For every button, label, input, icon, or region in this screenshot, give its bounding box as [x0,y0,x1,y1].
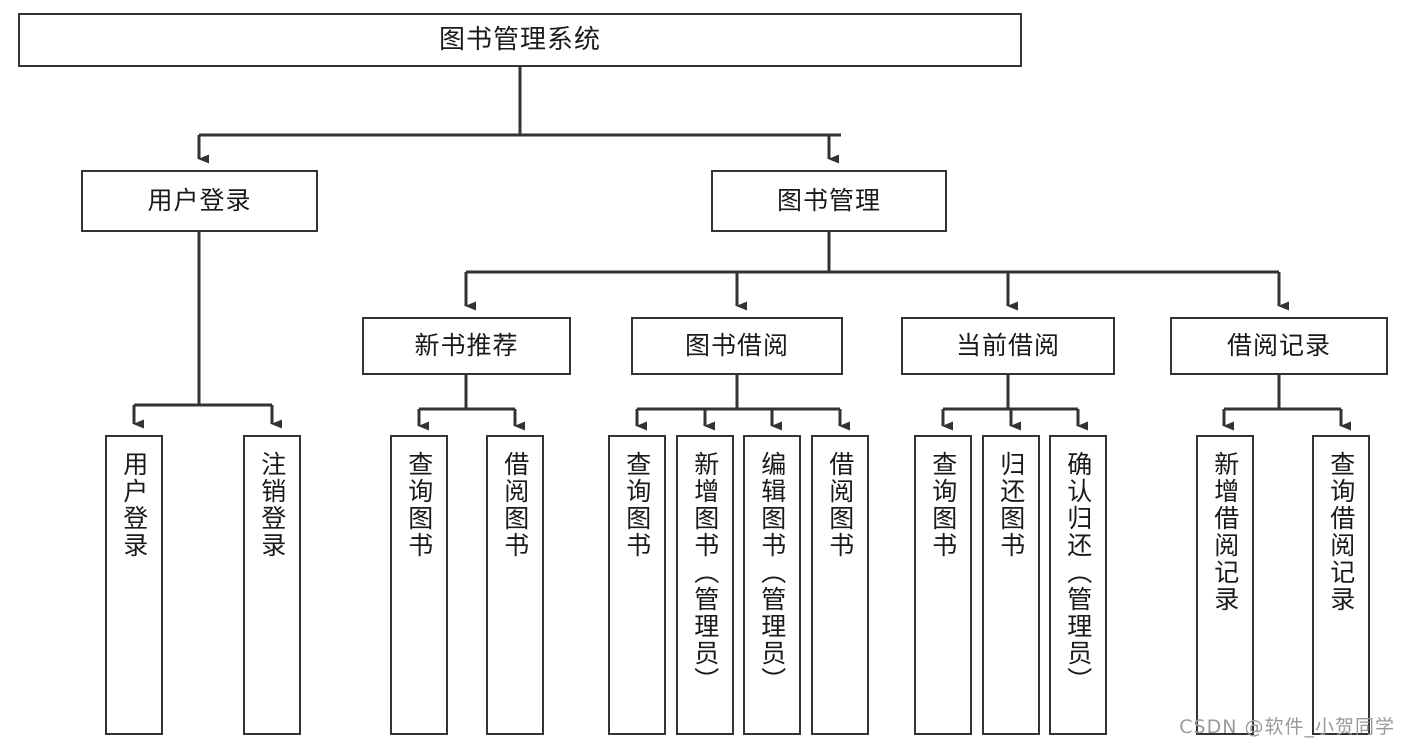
leaf-user-login-login-label: 用户登录 [119,451,149,559]
leaf-recommend-query-book[interactable]: 查询图书 [390,435,448,735]
leaf-borrow-edit-book-admin-label: 编辑图书（管理员） [757,451,787,694]
leaf-borrow-add-book-admin-label: 新增图书（管理员） [690,451,720,694]
leaf-borrow-edit-book-admin[interactable]: 编辑图书（管理员） [743,435,801,735]
leaf-current-return-book-label: 归还图书 [996,451,1026,559]
leaf-user-login-logout-label: 注销登录 [257,451,287,559]
leaf-borrow-query-book[interactable]: 查询图书 [608,435,666,735]
node-user-login-label: 用户登录 [147,186,252,216]
leaf-recommend-query-book-label: 查询图书 [404,451,434,559]
node-book-borrow-label: 图书借阅 [684,331,789,361]
node-borrow-records-label: 借阅记录 [1226,331,1331,361]
node-book-borrow[interactable]: 图书借阅 [631,317,843,375]
leaf-current-confirm-return-admin[interactable]: 确认归还（管理员） [1049,435,1107,735]
leaf-recommend-borrow-book[interactable]: 借阅图书 [486,435,544,735]
node-new-book-recommend-label: 新书推荐 [414,331,519,361]
leaf-borrow-borrow-book-label: 借阅图书 [825,451,855,559]
leaf-recommend-borrow-book-label: 借阅图书 [500,451,530,559]
node-book-management[interactable]: 图书管理 [711,170,947,232]
node-current-borrow[interactable]: 当前借阅 [901,317,1115,375]
leaf-user-login-login[interactable]: 用户登录 [105,435,163,735]
node-user-login[interactable]: 用户登录 [81,170,318,232]
node-borrow-records[interactable]: 借阅记录 [1170,317,1388,375]
leaf-user-login-logout[interactable]: 注销登录 [243,435,301,735]
watermark-text: CSDN @软件_小贺同学 [1179,716,1395,738]
leaf-current-return-book[interactable]: 归还图书 [982,435,1040,735]
leaf-borrow-add-book-admin[interactable]: 新增图书（管理员） [676,435,734,735]
leaf-records-query-record-label: 查询借阅记录 [1326,451,1356,613]
leaf-current-confirm-return-admin-label: 确认归还（管理员） [1063,451,1093,694]
node-root-system[interactable]: 图书管理系统 [18,13,1022,67]
node-new-book-recommend[interactable]: 新书推荐 [362,317,571,375]
node-root-label: 图书管理系统 [438,24,601,55]
leaf-records-add-record[interactable]: 新增借阅记录 [1196,435,1254,735]
leaf-current-query-book[interactable]: 查询图书 [914,435,972,735]
leaf-current-query-book-label: 查询图书 [928,451,958,559]
leaf-borrow-borrow-book[interactable]: 借阅图书 [811,435,869,735]
node-book-management-label: 图书管理 [776,186,881,216]
leaf-records-query-record[interactable]: 查询借阅记录 [1312,435,1370,735]
leaf-borrow-query-book-label: 查询图书 [622,451,652,559]
node-current-borrow-label: 当前借阅 [955,331,1060,361]
leaf-records-add-record-label: 新增借阅记录 [1210,451,1240,613]
